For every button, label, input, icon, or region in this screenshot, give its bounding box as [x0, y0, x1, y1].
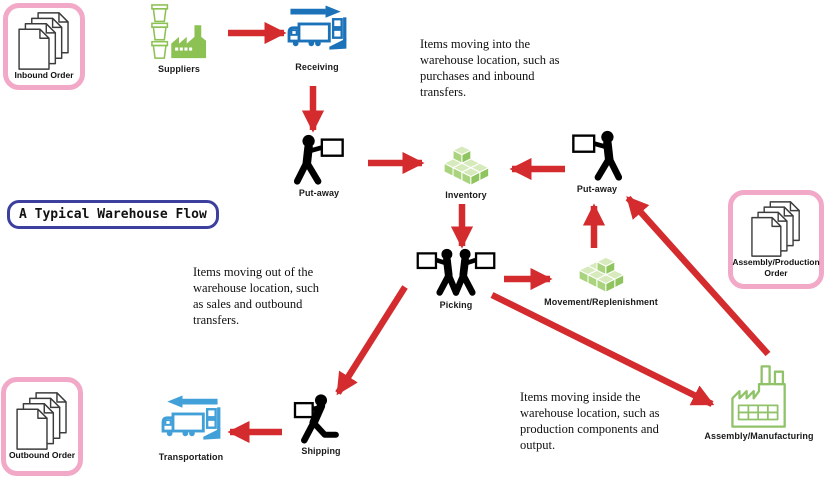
receiving-label: Receiving: [295, 62, 339, 72]
two-workers-carrying-boxes-icon: [412, 247, 500, 298]
node-transportation: Transportation: [146, 395, 236, 462]
assembly-manufacturing-label: Assembly/Manufacturing: [704, 431, 814, 441]
arrow-picking-to-manufacturing: [490, 292, 715, 407]
node-picking: Picking: [408, 247, 504, 310]
arrow-picking-to-shipping: [335, 285, 408, 396]
movement-replenishment-label: Movement/Replenishment: [544, 297, 658, 307]
note-inbound: Items moving into the warehouse location…: [420, 37, 560, 99]
assembly-production-order-label: Assembly/Production Order: [732, 257, 820, 278]
putaway-right-label: Put-away: [576, 184, 618, 194]
outbound-order-label: Outbound Order: [8, 450, 76, 461]
inbound-order-label: Inbound Order: [14, 70, 74, 81]
putaway-left-label: Put-away: [298, 188, 340, 198]
node-suppliers: Suppliers: [142, 4, 216, 74]
green-cubes-icon: [426, 141, 506, 188]
note-outbound: Items moving out of the warehouse locati…: [193, 265, 320, 327]
worker-walking-with-box-icon: [293, 392, 349, 444]
shipping-label: Shipping: [301, 446, 341, 456]
truck-arrow-left-icon: [159, 395, 223, 450]
diagram-title: A Typical Warehouse Flow: [7, 200, 219, 229]
suppliers-label: Suppliers: [158, 64, 200, 74]
node-receiving: Receiving: [280, 5, 354, 72]
note-internal: Items moving inside the warehouse locati…: [520, 390, 660, 452]
factory-with-crates-icon: [151, 4, 207, 59]
assembly-production-order-box: Assembly/Production Order: [728, 190, 824, 289]
document-stack-icon: [16, 392, 67, 451]
node-shipping: Shipping: [283, 392, 359, 456]
node-inventory: Inventory: [424, 141, 508, 200]
truck-arrow-right-icon: [285, 5, 349, 60]
picking-label: Picking: [439, 300, 473, 310]
inbound-order-box: Inbound Order: [3, 3, 85, 90]
worker-carrying-box-icon: [568, 129, 626, 182]
node-putaway-left: Put-away: [282, 133, 356, 198]
inventory-label: Inventory: [445, 190, 487, 200]
worker-carrying-box-icon: [290, 133, 348, 186]
document-stack-icon: [751, 201, 800, 258]
node-assembly-manufacturing: Assembly/Manufacturing: [693, 364, 825, 441]
document-stack-icon: [18, 12, 69, 71]
factory-outline-icon: [731, 365, 786, 428]
green-cubes-icon: [561, 248, 641, 295]
outbound-order-box: Outbound Order: [1, 377, 83, 476]
transportation-label: Transportation: [158, 452, 224, 462]
node-movement-replenishment: Movement/Replenishment: [544, 248, 658, 307]
node-putaway-right: Put-away: [560, 129, 634, 194]
